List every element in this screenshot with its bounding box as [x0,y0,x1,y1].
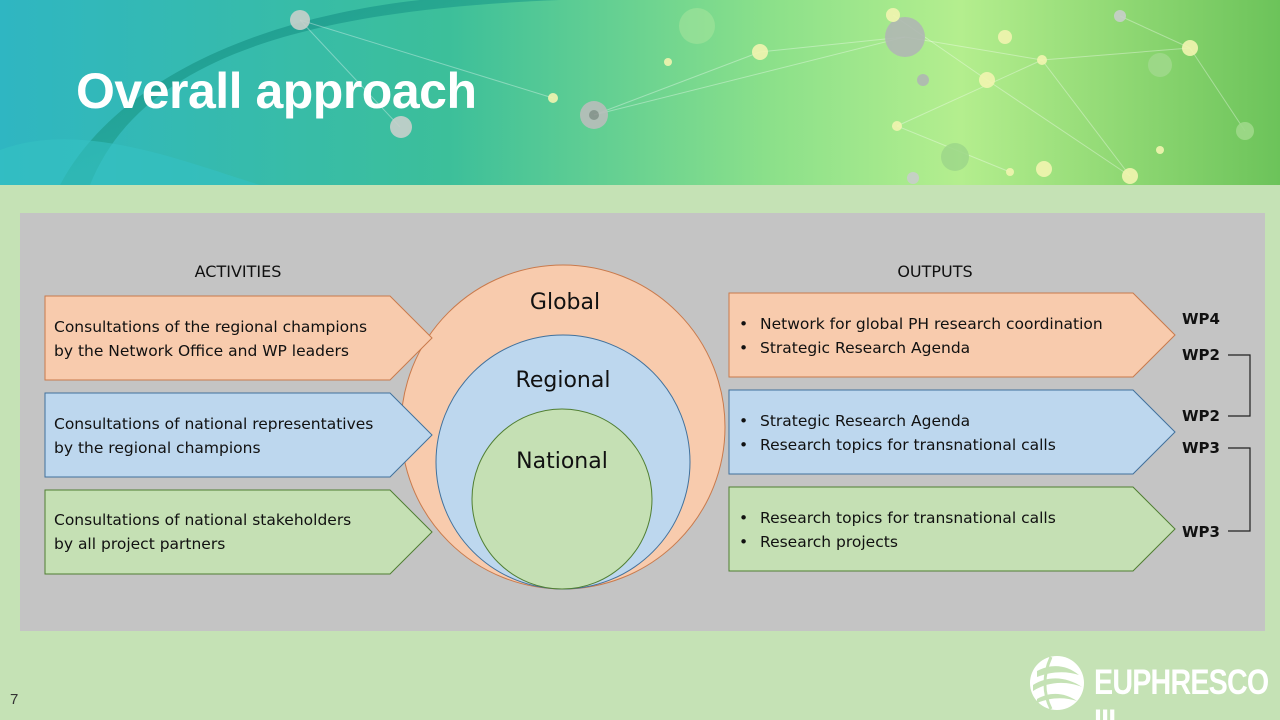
national-label: National [516,449,608,474]
global-label: Global [529,290,601,315]
header-banner: Overall approach [0,0,1280,185]
activity-line: Consultations of national representative… [54,415,374,433]
output-bullet: Research topics for transnational calls [732,506,1162,530]
wp-label: WP4 [1182,310,1220,328]
national-circle [471,408,653,590]
output-text-regional: Strategic Research Agenda Research topic… [732,409,1162,457]
activity-arrow-regional [44,392,433,478]
wp-label: WP3 [1182,439,1220,457]
output-text-national: Research topics for transnational calls … [732,506,1162,554]
output-bullet: Research projects [732,530,1162,554]
network-banner-graphic [0,0,1280,185]
page-number: 7 [10,691,19,708]
output-bullet: Research topics for transnational calls [732,433,1162,457]
activity-line: by all project partners [54,535,226,553]
wp-label: WP2 [1182,407,1220,425]
activity-line: Consultations of national stakeholders [54,511,352,529]
activity-line: by the Network Office and WP leaders [54,342,349,360]
activity-text-global: Consultations of the regional champions … [54,315,414,363]
output-text-global: Network for global PH research coordinat… [732,312,1162,360]
output-bullet: Strategic Research Agenda [732,336,1162,360]
activity-arrow-global [44,295,433,381]
wp2-bracket [1228,354,1251,417]
output-bullet: Network for global PH research coordinat… [732,312,1162,336]
activities-heading: ACTIVITIES [194,262,282,281]
activity-arrow-national [44,489,433,575]
page-title: Overall approach [76,63,477,119]
regional-label: Regional [515,368,611,393]
euphresco-logo-text: EUPHRESCO III [1094,663,1269,720]
outputs-heading: OUTPUTS [897,262,973,281]
activity-line: Consultations of the regional champions [54,318,368,336]
wp3-bracket [1228,447,1251,532]
wp-label: WP3 [1182,523,1220,541]
output-bullet: Strategic Research Agenda [732,409,1162,433]
wp-label: WP2 [1182,346,1220,364]
activity-text-regional: Consultations of national representative… [54,412,414,460]
activity-line: by the regional champions [54,439,261,457]
globe-logo-icon [1030,656,1084,710]
activity-text-national: Consultations of national stakeholders b… [54,508,414,556]
